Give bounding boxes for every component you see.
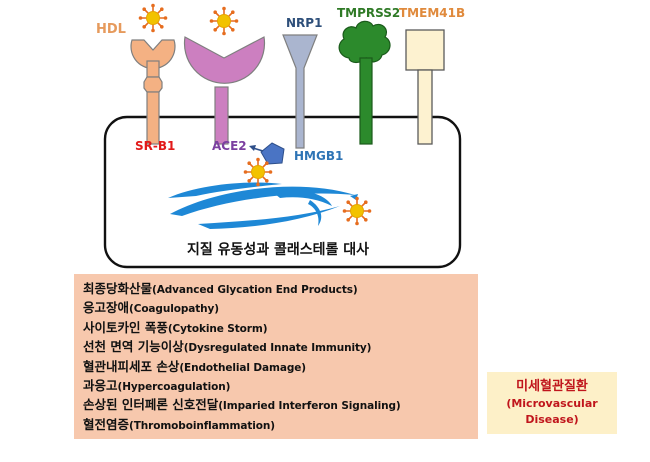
outcome-en: (Hypercoagulation) xyxy=(117,381,231,394)
hdl-receptor xyxy=(130,39,176,145)
ace2-label: ACE2 xyxy=(212,139,247,153)
outcome-item: 최종당화산물(Advanced Glycation End Products) xyxy=(83,280,478,299)
outcome-en: (Imparied Interferon Signaling) xyxy=(218,400,401,413)
outcome-en: (Advanced Glycation End Products) xyxy=(152,284,358,296)
srb1-label: SR-B1 xyxy=(135,139,176,153)
disease-box: 미세혈관질환 (Microvascular Disease) xyxy=(487,372,617,434)
outcomes-panel: 최종당화산물(Advanced Glycation End Products) … xyxy=(74,274,478,439)
virus-particle xyxy=(208,5,240,37)
disease-title-en: (Microvascular Disease) xyxy=(487,396,617,428)
tmem41b-receptor xyxy=(405,29,445,145)
outcome-en: (Dysregulated Innate Immunity) xyxy=(183,342,372,355)
hmgb1-arrow xyxy=(249,145,264,152)
outcome-ko: 최종당화산물 xyxy=(83,281,153,296)
outcome-item: 사이토카인 폭풍(Cytokine Storm) xyxy=(83,319,478,338)
outcome-en: (Thromoboinflammation) xyxy=(129,419,275,432)
outcome-item: 손상된 인터페론 신호전달(Imparied Interferon Signal… xyxy=(83,396,478,415)
lipid-flow-arcs xyxy=(168,182,358,229)
virus-particle xyxy=(137,2,169,34)
outcome-ko: 손상된 인터페론 신호전달 xyxy=(83,397,219,413)
outcome-item: 선천 면역 기능이상(Dysregulated Innate Immunity) xyxy=(83,338,478,357)
outcome-ko: 사이토카인 폭풍 xyxy=(83,319,168,335)
nrp1-receptor xyxy=(282,34,318,149)
tmem41b-label: TMEM41B xyxy=(399,6,466,20)
outcome-en: (Coagulopathy) xyxy=(129,303,219,316)
virus-particle xyxy=(341,195,373,227)
outcome-ko: 과응고 xyxy=(83,378,118,394)
hdl-label: HDL xyxy=(96,22,126,37)
outcome-en: (Endothelial Damage) xyxy=(179,361,306,374)
cell-caption: 지질 유동성과 콜래스테롤 대사 xyxy=(186,242,370,258)
outcome-item: 과응고(Hypercoagulation) xyxy=(83,377,478,396)
outcome-en: (Cytokine Storm) xyxy=(167,322,268,335)
tmprss2-label: TMPRSS2 xyxy=(337,6,401,20)
outcome-ko: 선천 면역 기능이상 xyxy=(83,339,184,355)
outcome-item: 혈관내피세포 손상(Endothelial Damage) xyxy=(83,358,478,377)
outcome-item: 혈전염증(Thromoboinflammation) xyxy=(83,416,478,435)
virus-particle xyxy=(242,156,274,188)
ace2-receptor xyxy=(183,36,266,145)
hmgb1-label: HMGB1 xyxy=(294,149,344,163)
outcome-ko: 응고장애 xyxy=(83,300,130,316)
outcome-ko: 혈관내피세포 손상 xyxy=(83,358,180,374)
tmprss2-receptor xyxy=(338,20,391,145)
disease-en-line2: Disease) xyxy=(525,413,579,426)
outcome-ko: 혈전염증 xyxy=(83,416,130,432)
disease-title-ko: 미세혈관질환 xyxy=(516,379,588,394)
nrp1-label: NRP1 xyxy=(286,16,323,30)
outcome-item: 응고장애(Coagulopathy) xyxy=(83,299,478,318)
disease-en-line1: (Microvascular xyxy=(506,397,598,410)
